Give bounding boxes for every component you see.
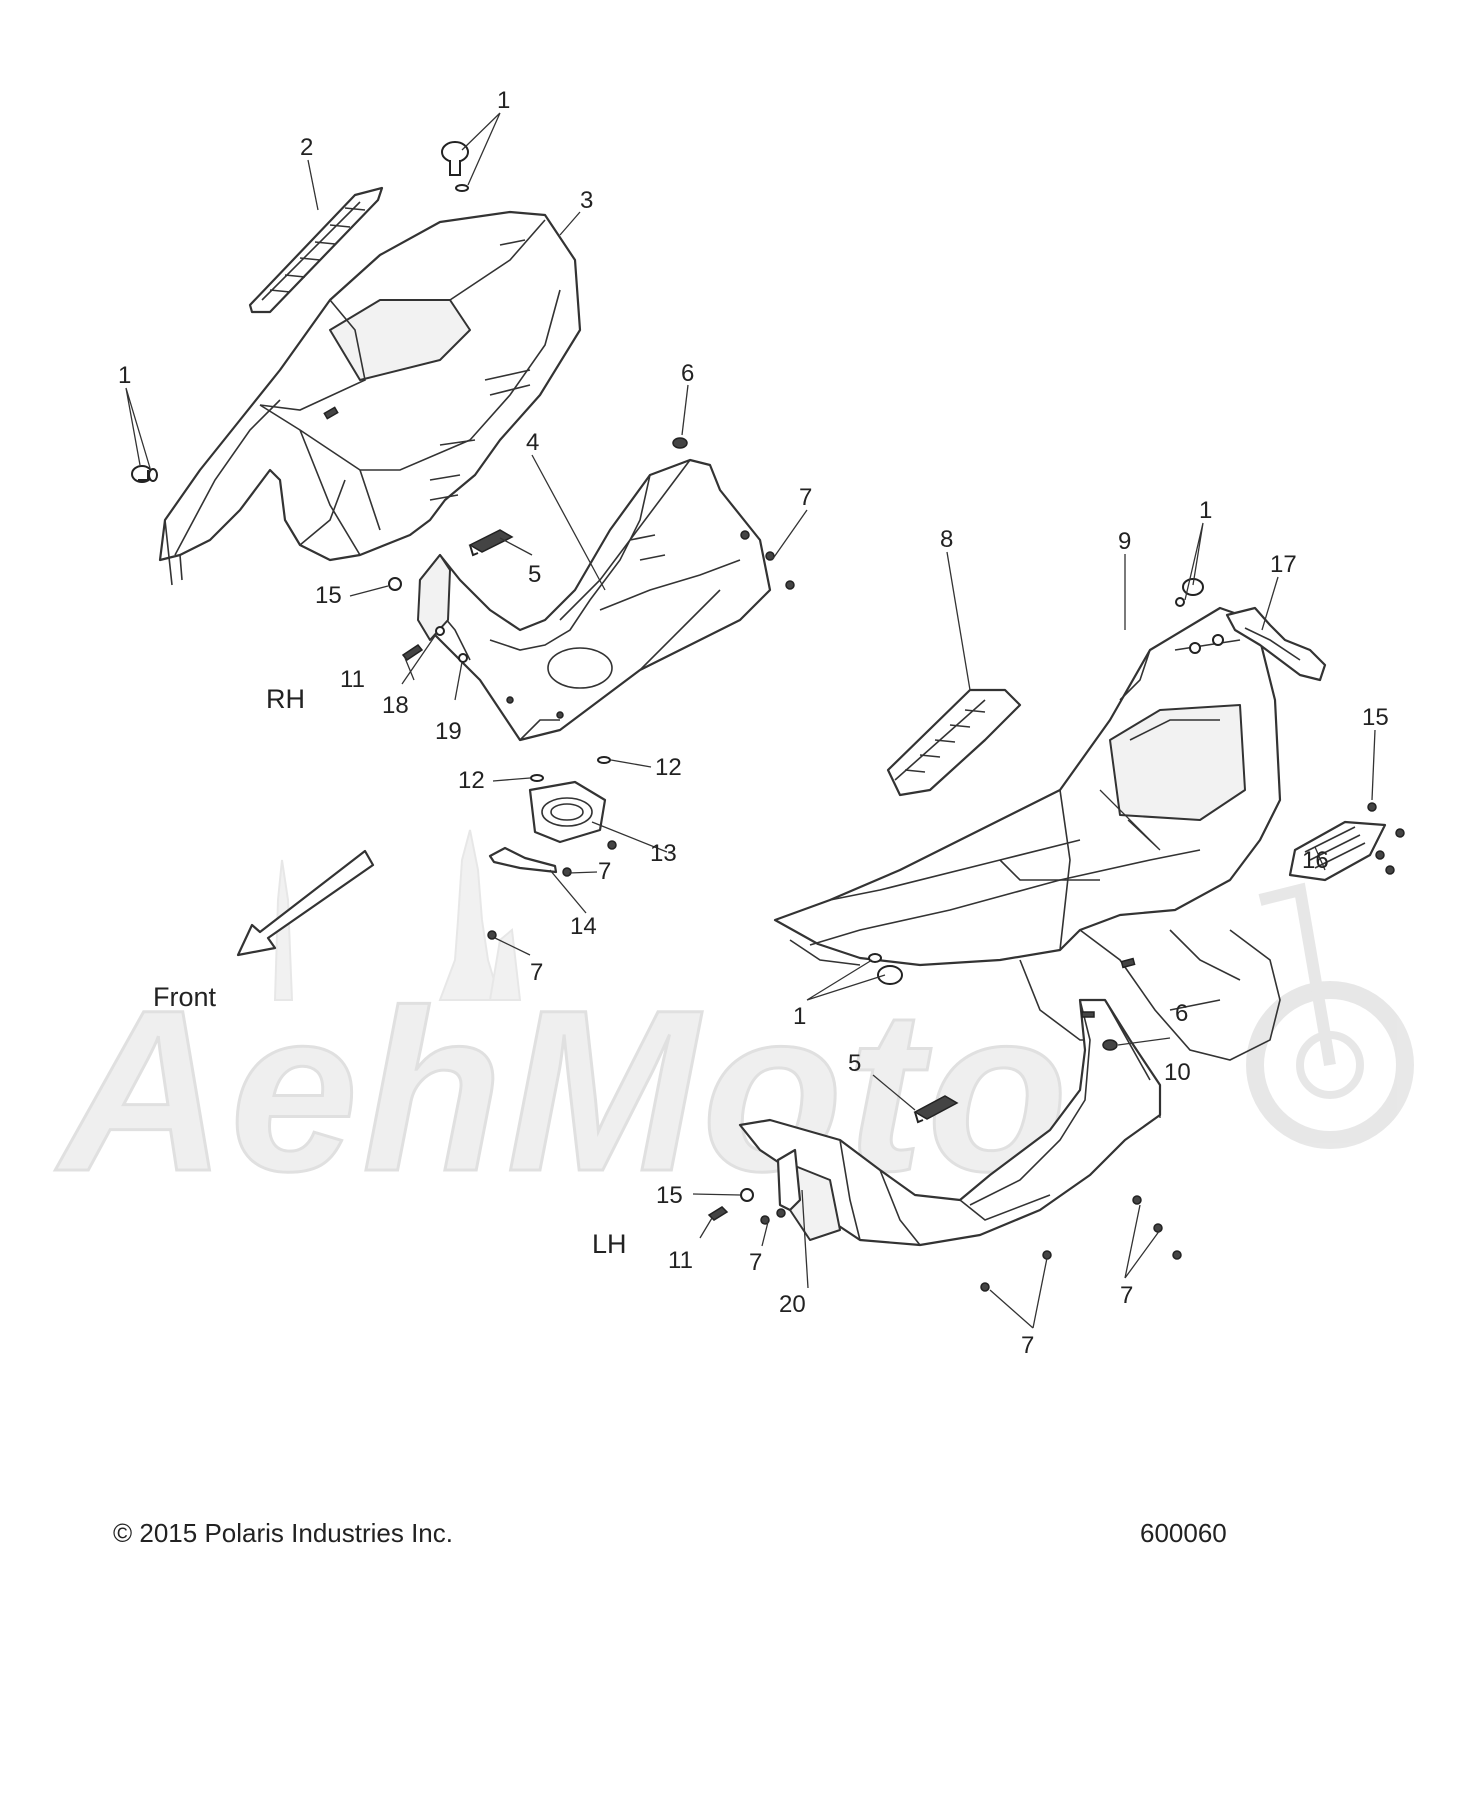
part-8-vent (886, 688, 1022, 797)
callout-17: 17 (1270, 551, 1297, 578)
callout-1-top: 1 (497, 87, 510, 114)
watermark: AehMoto (54, 829, 1414, 1221)
label-front: Front (153, 982, 217, 1012)
callout-5-lh: 5 (848, 1050, 861, 1077)
part-1-fastener-left (131, 465, 158, 483)
part-1-fastener-right (1175, 578, 1204, 607)
front-arrow (236, 849, 375, 957)
part-18 (435, 626, 445, 636)
callout-7-lh-a: 7 (749, 1249, 762, 1276)
callout-2: 2 (300, 134, 313, 161)
part-16-grille (1288, 802, 1405, 882)
part-13-grommet (528, 780, 617, 850)
callout-5-top: 5 (528, 561, 541, 588)
part-15-lh (740, 1188, 754, 1202)
part-17-trim (1225, 606, 1327, 682)
callout-18: 18 (382, 692, 409, 719)
callout-19: 19 (435, 718, 462, 745)
callout-1-bottom: 1 (793, 1003, 806, 1030)
part-12-washers (530, 756, 611, 782)
part-7-screws-lh (760, 1195, 1182, 1292)
watermark-tower (273, 829, 522, 1001)
callout-13: 13 (650, 840, 677, 867)
figure-number: 600060 (1140, 1518, 1227, 1548)
part-1-fastener-top (441, 141, 469, 192)
part-5-strap-top (468, 529, 514, 557)
leader-lines (125, 112, 1376, 1329)
callout-1-left: 1 (118, 362, 131, 389)
callout-6-top: 6 (681, 360, 694, 387)
part-4-rh-lower-panel (417, 458, 772, 742)
callout-7-lh-b: 7 (1021, 1332, 1034, 1359)
callout-7-b: 7 (598, 858, 611, 885)
label-rh: RH (266, 684, 305, 714)
callout-7-lh-c: 7 (1120, 1282, 1133, 1309)
callout-labels: 1 2 3 1 6 4 7 5 15 11 18 19 12 12 13 7 1… (118, 87, 1389, 1359)
callout-10: 10 (1164, 1059, 1191, 1086)
callout-12-right: 12 (655, 754, 682, 781)
part-2-vent (248, 186, 384, 314)
part-11-rh (401, 643, 424, 662)
callout-15-lh: 15 (656, 1182, 683, 1209)
watermark-motorcycle (1246, 882, 1414, 1149)
watermark-text: AehMoto (55, 962, 1072, 1219)
callout-6-lh: 6 (1175, 1000, 1188, 1027)
label-lh: LH (592, 1229, 627, 1259)
part-6-rivet-lh (1102, 1039, 1118, 1051)
callout-9: 9 (1118, 528, 1131, 555)
callout-14: 14 (570, 913, 597, 940)
callout-7-a: 7 (799, 484, 812, 511)
part-3-hood (158, 210, 582, 586)
part-9-lh-side-panel (773, 606, 1282, 1061)
rh-hardware (388, 437, 795, 940)
callout-15-right: 15 (1362, 704, 1389, 731)
callout-16: 16 (1302, 847, 1329, 874)
callout-11-lh: 11 (668, 1247, 693, 1274)
part-1-fastener-bottom (868, 953, 903, 985)
callout-20: 20 (779, 1291, 806, 1318)
part-19 (458, 653, 468, 663)
callout-1-right: 1 (1199, 497, 1212, 524)
callout-3: 3 (580, 187, 593, 214)
lh-hardware (707, 1039, 1182, 1292)
callout-12-left: 12 (458, 767, 485, 794)
part-7-screws-a (740, 530, 795, 590)
callout-8: 8 (940, 526, 953, 553)
copyright-notice: © 2015 Polaris Industries Inc. (113, 1518, 453, 1548)
part-14-bracket (487, 846, 572, 940)
callout-15-rh: 15 (315, 582, 342, 609)
part-20-bracket (776, 1148, 802, 1212)
part-5-strap-lh (913, 1095, 959, 1124)
callout-4: 4 (526, 429, 539, 456)
part-15-rh (388, 577, 402, 591)
callout-7-c: 7 (530, 959, 543, 986)
part-6-rivet-top (672, 437, 688, 449)
callout-11-rh: 11 (340, 666, 365, 693)
